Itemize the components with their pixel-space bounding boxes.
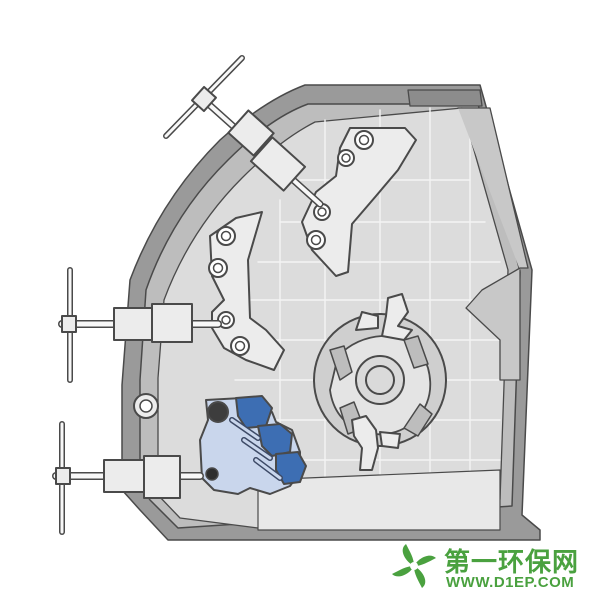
- screw-nut: [227, 109, 275, 157]
- bottom-adjustment-screw: [52, 421, 204, 535]
- apron-pin-inner: [221, 315, 231, 325]
- top-cap: [407, 89, 483, 107]
- apron-pin-inner: [341, 153, 351, 163]
- apron-tooth: [275, 451, 307, 485]
- blow-bar: [351, 415, 379, 471]
- blow-bar: [379, 431, 401, 449]
- upper-apron-plate: [301, 127, 417, 277]
- screw-collar: [191, 85, 217, 113]
- apron-pin-inner: [212, 262, 224, 274]
- watermark: 第一环保网 WWW.D1EP.COM: [388, 540, 594, 594]
- right-side-liner: [457, 107, 529, 381]
- screw-nut: [113, 307, 153, 341]
- middle-apron-plate: [209, 211, 285, 371]
- rotor-assembly: [313, 293, 447, 471]
- upper-impact-apron: [301, 127, 417, 277]
- apron-bolt-circle: [205, 467, 219, 481]
- lower-grinding-apron: [199, 395, 307, 495]
- apron-pivot-circle: [207, 401, 229, 423]
- leaf-logo-icon: [392, 544, 436, 588]
- middle-adjustment-screw: [58, 267, 222, 383]
- screw-nut: [103, 459, 145, 493]
- screw-bracket: [143, 455, 181, 499]
- screw-bracket: [151, 303, 193, 343]
- apron-pin-inner: [317, 207, 327, 217]
- top-adjustment-screw: [163, 55, 324, 208]
- apron-pin-inner: [220, 230, 232, 242]
- bottom-plate: [257, 469, 501, 531]
- rotor-pocket: [403, 335, 429, 369]
- apron-slot-inner: [230, 418, 282, 480]
- screw-collar: [55, 467, 71, 485]
- housing-pivot-inner: [139, 399, 153, 413]
- watermark-url: WWW.D1EP.COM: [446, 574, 575, 591]
- apron-pin-inner: [234, 340, 246, 352]
- screw-collar: [61, 315, 77, 333]
- watermark-title: 第一环保网: [444, 548, 580, 578]
- screw-bracket: [249, 136, 307, 192]
- apron-pin-inner: [310, 234, 322, 246]
- rotor-pocket: [403, 403, 433, 437]
- blow-bar: [355, 311, 379, 331]
- rotor-shaft-inner: [365, 365, 395, 395]
- middle-impact-apron: [208, 211, 285, 371]
- rotor-pocket: [329, 345, 353, 381]
- blow-bar: [381, 293, 413, 341]
- apron-hinge-inner: [358, 134, 370, 146]
